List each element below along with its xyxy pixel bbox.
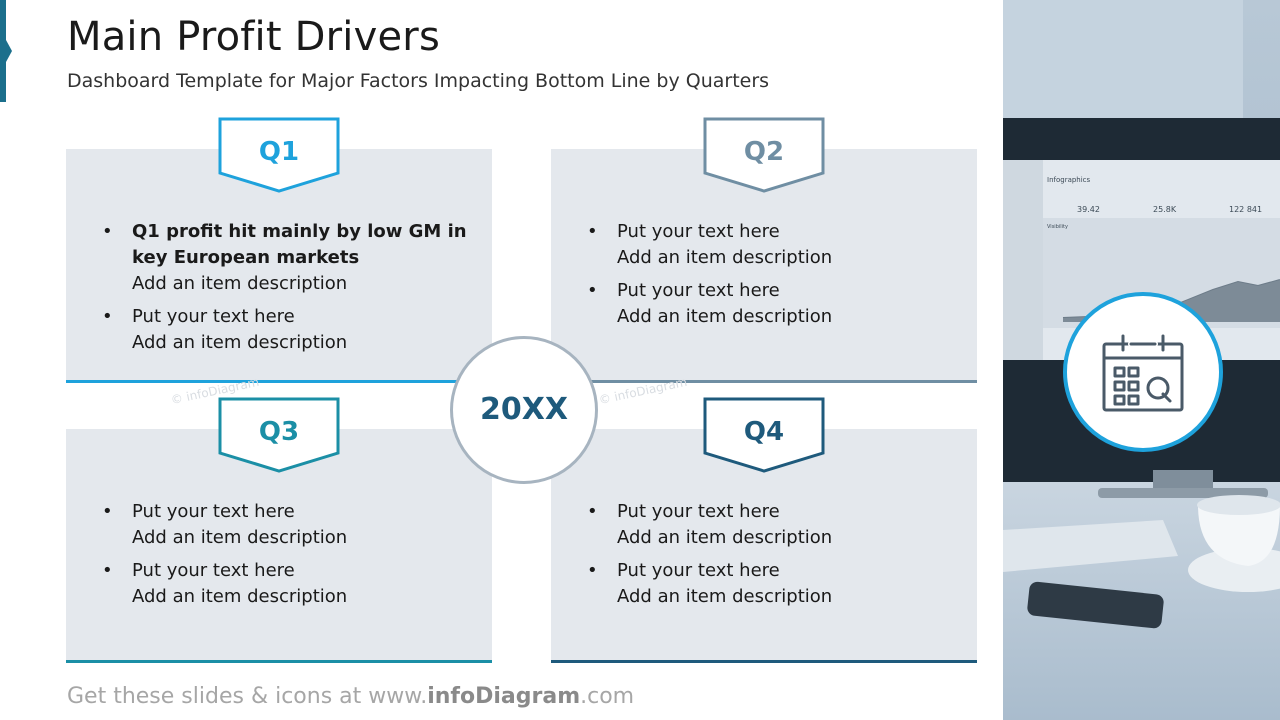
screen-stat: 25.8K: [1153, 205, 1177, 214]
bullet-list: Put your text here Add an item descripti…: [587, 499, 957, 617]
item-heading: Put your text here: [617, 221, 780, 242]
footer-suffix: .com: [580, 684, 635, 709]
calendar-badge: [1063, 292, 1223, 452]
accent-bar: [0, 0, 6, 102]
footer-credit: Get these slides & icons at www.infoDiag…: [67, 684, 634, 709]
quarter-label: Q3: [258, 417, 300, 447]
quarter-label: Q2: [743, 137, 785, 167]
item-description: Add an item description: [617, 586, 833, 607]
quarter-tag-q2: Q2: [703, 117, 825, 193]
quarter-tag-q1: Q1: [218, 117, 340, 193]
list-item: Put your text here Add an item descripti…: [587, 219, 957, 271]
quarter-panel-q4: Put your text here Add an item descripti…: [551, 429, 977, 663]
item-heading: Put your text here: [132, 560, 295, 581]
list-item: Put your text here Add an item descripti…: [102, 558, 472, 610]
item-description: Add an item description: [132, 527, 348, 548]
item-description: Add an item description: [617, 306, 833, 327]
footer-prefix: Get these slides & icons at www.: [67, 684, 428, 709]
item-heading: Put your text here: [132, 501, 295, 522]
list-item: Put your text here Add an item descripti…: [587, 558, 957, 610]
item-heading: Put your text here: [132, 306, 295, 327]
screen-stat: 122 841: [1229, 205, 1262, 214]
year-circle: 20XX: [450, 336, 598, 484]
quarter-tag-q3: Q3: [218, 397, 340, 473]
tag-shape: [218, 397, 340, 473]
list-item: Q1 profit hit mainly by low GM in key Eu…: [102, 219, 472, 297]
item-heading: Put your text here: [617, 501, 780, 522]
tag-shape: [703, 397, 825, 473]
calendar-q-icon: [1102, 334, 1184, 412]
bullet-list: Put your text here Add an item descripti…: [102, 499, 472, 617]
quarter-label: Q4: [743, 417, 785, 447]
list-item: Put your text here Add an item descripti…: [587, 278, 957, 330]
list-item: Put your text here Add an item descripti…: [587, 499, 957, 551]
quarter-panel-q1: Q1 profit hit mainly by low GM in key Eu…: [66, 149, 492, 383]
list-item: Put your text here Add an item descripti…: [102, 304, 472, 356]
item-description: Add an item description: [617, 527, 833, 548]
item-description: Add an item description: [132, 332, 348, 353]
item-description: Add an item description: [132, 273, 348, 294]
item-heading: Put your text here: [617, 280, 780, 301]
screen-stat: 39.42: [1077, 205, 1100, 214]
page-subtitle: Dashboard Template for Major Factors Imp…: [67, 70, 770, 92]
bullet-list: Put your text here Add an item descripti…: [587, 219, 957, 337]
bullet-list: Q1 profit hit mainly by low GM in key Eu…: [102, 219, 472, 363]
screen-section: Visibility: [1047, 224, 1068, 230]
item-description: Add an item description: [132, 586, 348, 607]
page-title: Main Profit Drivers: [67, 14, 440, 60]
item-description: Add an item description: [617, 247, 833, 268]
item-heading: Put your text here: [617, 560, 780, 581]
quarter-label: Q1: [258, 137, 300, 167]
item-heading: Q1 profit hit mainly by low GM in key Eu…: [132, 221, 467, 268]
tag-shape: [703, 117, 825, 193]
quarter-tag-q4: Q4: [703, 397, 825, 473]
screen-title: Infographics: [1047, 176, 1091, 184]
footer-brand: infoDiagram: [427, 684, 581, 709]
year-label: 20XX: [479, 392, 568, 427]
accent-notch: [6, 40, 12, 62]
tag-shape: [218, 117, 340, 193]
list-item: Put your text here Add an item descripti…: [102, 499, 472, 551]
